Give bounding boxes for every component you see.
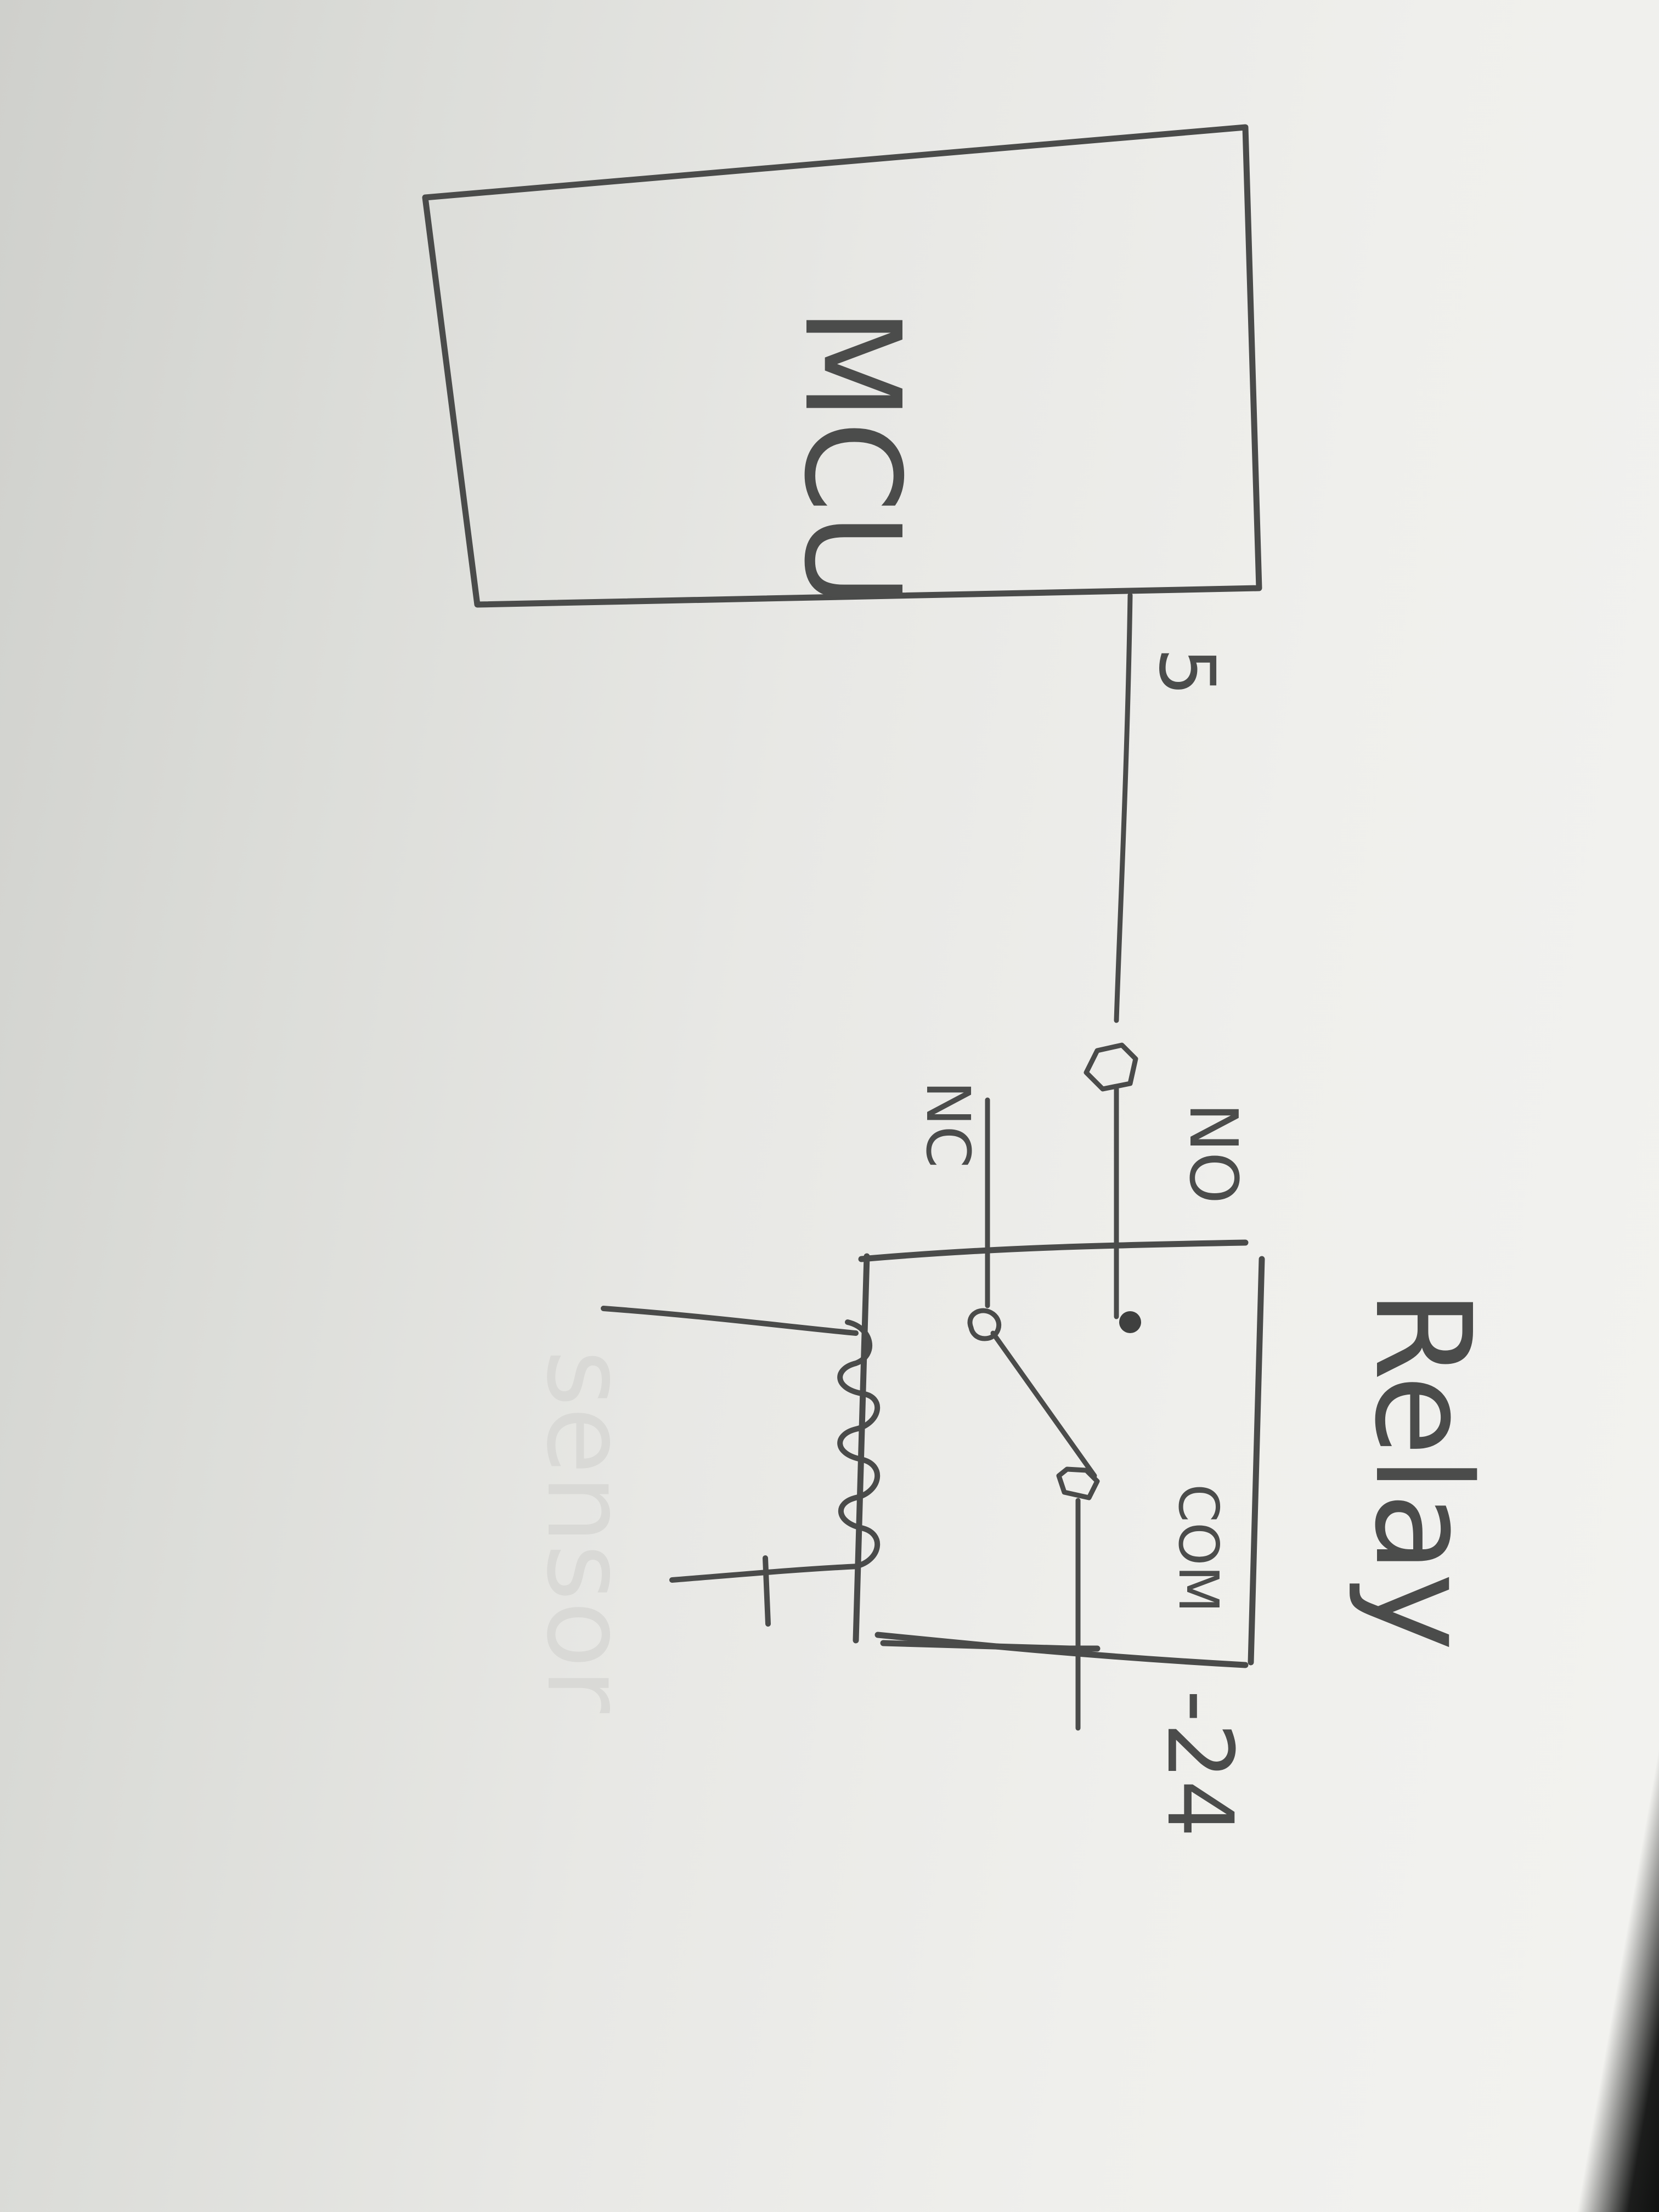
pin-label-group: 5 bbox=[1142, 647, 1231, 696]
no-label-group: NO bbox=[1175, 1103, 1251, 1204]
mcu-label: MCU bbox=[775, 307, 929, 609]
no-contact-dot bbox=[1119, 1311, 1141, 1333]
title: Relay bbox=[1346, 1289, 1499, 1651]
relay-box bbox=[853, 1239, 1265, 1668]
nc-contact-circle bbox=[967, 1308, 1002, 1341]
nc-label: NC bbox=[913, 1081, 983, 1168]
coil-lead-bottom-tick bbox=[763, 1555, 771, 1627]
mcu-box bbox=[422, 124, 1262, 608]
com-label-group: COM bbox=[1166, 1484, 1231, 1613]
supply-label: -24 bbox=[1147, 1690, 1252, 1838]
coil-lead-top bbox=[601, 1306, 859, 1336]
ghost-text: sensor bbox=[522, 1350, 650, 1714]
no-label: NO bbox=[1175, 1103, 1251, 1204]
pin-label: 5 bbox=[1142, 647, 1231, 696]
title-group: Relay bbox=[1346, 1289, 1499, 1651]
supply-bar bbox=[880, 1640, 1101, 1652]
ghost-writing: sensor bbox=[522, 1350, 650, 1714]
mcu-label-group: MCU bbox=[775, 307, 929, 609]
nc-label-group: NC bbox=[913, 1081, 983, 1168]
com-pivot bbox=[1056, 1466, 1100, 1500]
no-terminal bbox=[1084, 1042, 1138, 1092]
signal-wire bbox=[1114, 592, 1133, 1023]
coil bbox=[837, 1319, 881, 1569]
switch-arm bbox=[990, 1330, 1097, 1479]
coil-lead-bottom bbox=[669, 1564, 861, 1583]
supply-label-group: -24 bbox=[1147, 1690, 1252, 1838]
com-label: COM bbox=[1166, 1484, 1231, 1613]
